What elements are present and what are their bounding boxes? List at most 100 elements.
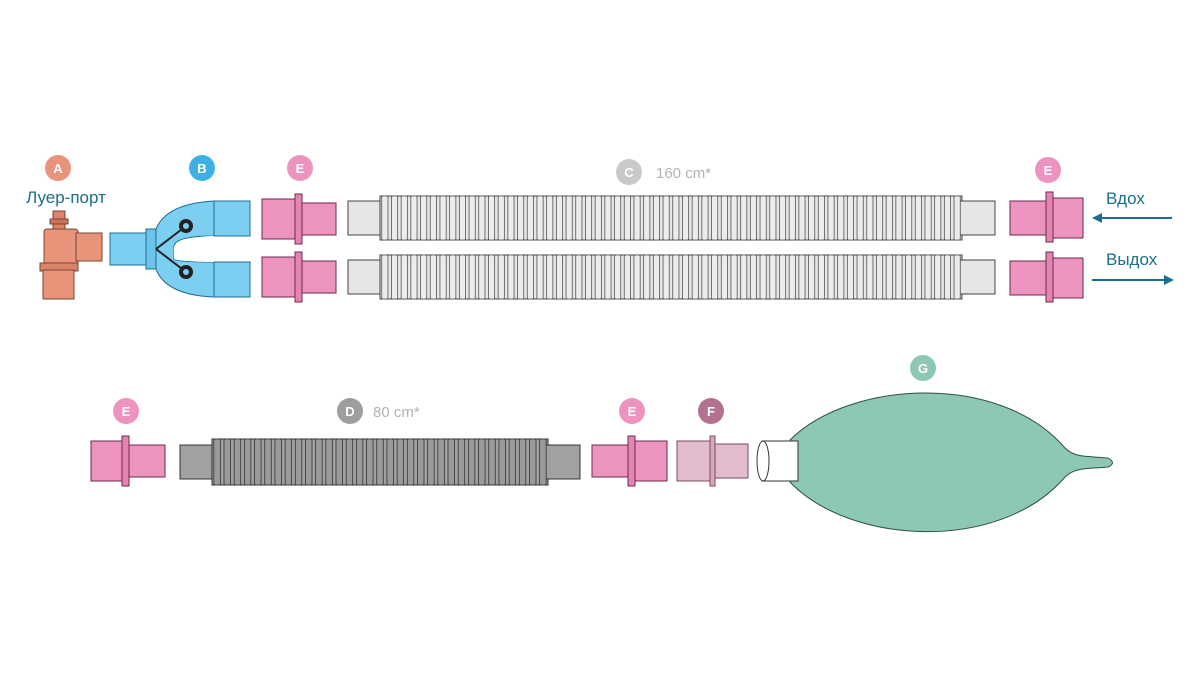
tube-rib: [294, 438, 303, 486]
badge-e-2: E: [1035, 157, 1061, 183]
tube-rib: [429, 195, 437, 241]
badge-e-3: E: [113, 398, 139, 424]
tube-rib: [391, 195, 399, 241]
tube-rib: [565, 195, 573, 241]
badge-g-text: G: [918, 361, 928, 376]
tube-rib: [759, 254, 767, 300]
tube-rib: [837, 195, 845, 241]
tube-rib: [243, 438, 252, 486]
tube-rib: [594, 195, 602, 241]
tube-rib: [682, 254, 690, 300]
connector-e-row2-right: [591, 435, 668, 487]
tube-rib: [507, 254, 515, 300]
tube-rib: [779, 254, 787, 300]
tube-rib: [575, 195, 583, 241]
tube-rib: [325, 438, 333, 486]
tube-rib: [305, 438, 313, 486]
tube-rib: [565, 254, 573, 300]
tube-rib: [355, 438, 364, 486]
tube-rib: [449, 195, 457, 241]
tube-rib: [876, 195, 884, 241]
badge-f-text: F: [707, 404, 715, 419]
tube-rib: [420, 254, 428, 300]
tube-c-length: 160 cm*: [656, 165, 711, 182]
tube-rib: [546, 254, 554, 300]
tube-rib: [846, 254, 854, 300]
badge-a-text: A: [53, 161, 63, 176]
tube-rib: [391, 254, 399, 300]
tube-rib: [905, 195, 913, 241]
tube-rib: [449, 254, 457, 300]
tube-rib: [447, 438, 455, 486]
inhale-label: Вдох: [1106, 189, 1145, 208]
tube-rib: [633, 195, 641, 241]
tube-rib: [953, 195, 961, 241]
tube-rib: [381, 195, 389, 241]
tube-rib: [817, 195, 825, 241]
tube-rib: [604, 195, 612, 241]
tube-rib: [386, 438, 394, 486]
badge-b: B: [189, 155, 215, 181]
tube-rib: [798, 254, 806, 300]
connector-e-right-top: [1009, 191, 1084, 243]
tube-rib: [711, 254, 719, 300]
badge-b-text: B: [197, 161, 206, 176]
tube-rib: [539, 438, 547, 486]
tube-rib: [420, 195, 428, 241]
badge-e-1-text: E: [296, 161, 305, 176]
badge-d: D: [337, 398, 363, 424]
tube-rib: [335, 438, 343, 486]
tube-rib: [643, 195, 651, 241]
tube-rib: [769, 254, 777, 300]
tube-rib: [672, 195, 680, 241]
tube-rib: [427, 438, 435, 486]
corrugated-tube-c-top: [347, 195, 996, 241]
connector-e-right-bottom: [1009, 251, 1084, 303]
tube-rib: [585, 254, 593, 300]
tube-rib: [478, 254, 486, 300]
tube-rib: [885, 195, 893, 241]
badge-g: G: [910, 355, 936, 381]
tube-rib: [837, 254, 845, 300]
tube-rib: [478, 195, 486, 241]
badge-e-3-text: E: [122, 404, 131, 419]
tube-rib: [614, 195, 622, 241]
tube-rib: [749, 254, 757, 300]
badge-e-1: E: [287, 155, 313, 181]
tube-rib: [594, 254, 602, 300]
tube-rib: [488, 254, 496, 300]
tube-rib: [254, 438, 262, 486]
tube-rib: [827, 254, 835, 300]
connector-e-row2-left: [90, 435, 166, 487]
tube-rib: [345, 438, 354, 486]
tube-rib: [846, 195, 854, 241]
tube-rib: [652, 254, 660, 300]
tube-rib: [662, 195, 670, 241]
tube-rib: [575, 254, 583, 300]
tube-rib: [507, 195, 515, 241]
tube-rib: [400, 254, 408, 300]
tube-rib: [546, 195, 554, 241]
tube-rib: [866, 254, 874, 300]
tube-rib: [866, 195, 874, 241]
tube-rib: [895, 254, 903, 300]
tube-rib: [614, 254, 622, 300]
tube-rib: [856, 195, 864, 241]
tube-rib: [439, 195, 447, 241]
adapter-f: [676, 435, 749, 487]
tube-rib: [740, 254, 748, 300]
tube-rib: [817, 254, 825, 300]
tube-rib: [274, 438, 282, 486]
badge-c-text: C: [624, 165, 634, 180]
tube-rib: [429, 254, 437, 300]
tube-rib: [555, 254, 563, 300]
tube-rib: [376, 438, 384, 486]
tube-rib: [633, 254, 641, 300]
tube-rib: [730, 254, 738, 300]
tube-rib: [856, 254, 864, 300]
tube-rib: [691, 254, 699, 300]
tube-rib: [720, 195, 728, 241]
tube-rib: [924, 195, 932, 241]
tube-rib: [396, 438, 405, 486]
